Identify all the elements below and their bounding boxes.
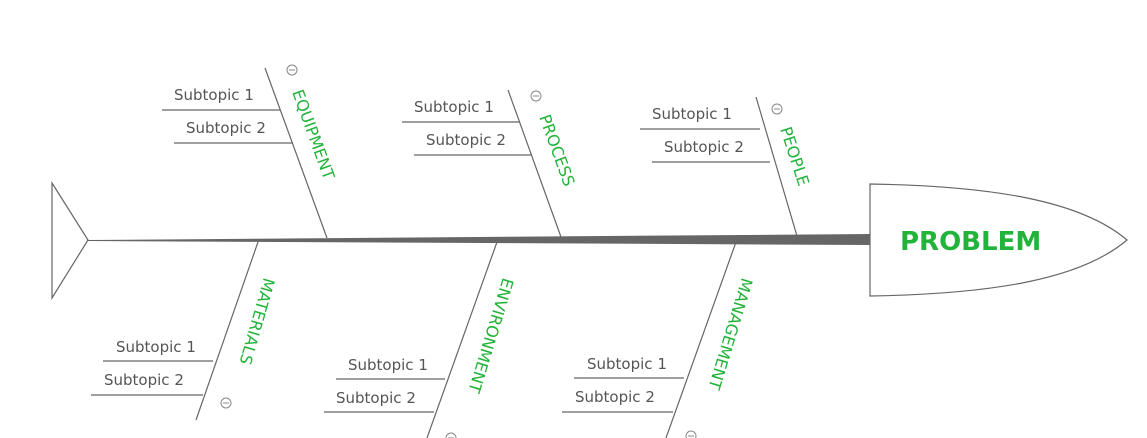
cause-label[interactable]: ENVIRONMENT xyxy=(464,276,517,396)
collapse-icon[interactable] xyxy=(771,103,783,115)
subtopic[interactable]: Subtopic 1 xyxy=(414,98,494,116)
cause-people[interactable]: Subtopic 1 Subtopic 2 PEOPLE xyxy=(640,96,813,237)
subtopic[interactable]: Subtopic 2 xyxy=(664,138,744,156)
collapse-icon[interactable] xyxy=(530,90,542,102)
cause-materials[interactable]: Subtopic 1 Subtopic 2 MATERIALS xyxy=(91,241,278,421)
collapse-icon[interactable] xyxy=(685,430,697,438)
subtopic[interactable]: Subtopic 2 xyxy=(336,389,416,407)
subtopic[interactable]: Subtopic 1 xyxy=(587,355,667,373)
subtopic[interactable]: Subtopic 1 xyxy=(348,356,428,374)
problem-label[interactable]: PROBLEM xyxy=(900,227,1041,257)
subtopic[interactable]: Subtopic 2 xyxy=(426,131,506,149)
cause-management[interactable]: Subtopic 1 Subtopic 2 MANAGEMENT xyxy=(562,241,756,438)
subtopic[interactable]: Subtopic 1 xyxy=(174,86,254,104)
fish-tail xyxy=(51,180,89,301)
collapse-icon[interactable] xyxy=(445,432,457,438)
collapse-icon[interactable] xyxy=(286,64,298,76)
subtopic[interactable]: Subtopic 2 xyxy=(575,388,655,406)
subtopic[interactable]: Subtopic 1 xyxy=(652,105,732,123)
subtopic[interactable]: Subtopic 2 xyxy=(104,371,184,389)
subtopic[interactable]: Subtopic 1 xyxy=(116,338,196,356)
subtopic[interactable]: Subtopic 2 xyxy=(186,119,266,137)
cause-label[interactable]: PEOPLE xyxy=(776,124,813,188)
cause-environment[interactable]: Subtopic 1 Subtopic 2 ENVIRONMENT xyxy=(324,241,517,438)
main-spine xyxy=(88,234,870,245)
cause-process[interactable]: Subtopic 1 Subtopic 2 PROCESS xyxy=(402,89,579,238)
fish-head[interactable] xyxy=(869,183,1128,297)
cause-label[interactable]: PROCESS xyxy=(535,112,578,189)
cause-label[interactable]: MANAGEMENT xyxy=(704,276,756,392)
cause-label[interactable]: EQUIPMENT xyxy=(288,87,338,182)
collapse-icon[interactable] xyxy=(220,397,232,409)
cause-equipment[interactable]: Subtopic 1 Subtopic 2 EQUIPMENT xyxy=(162,64,338,239)
